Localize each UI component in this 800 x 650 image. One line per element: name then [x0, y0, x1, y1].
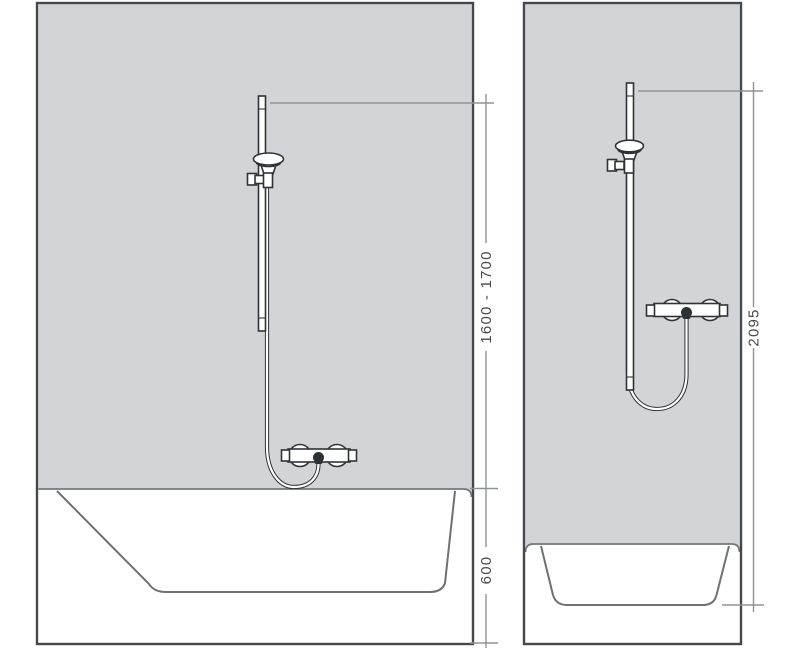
mixer-outlet-nut-side [682, 313, 691, 319]
hand-shower-handle [262, 172, 274, 189]
shower-holder-arm [254, 174, 265, 185]
front-view-dimensions: 1600 - 1700 600 [270, 94, 498, 648]
hand-shower-head [252, 152, 285, 166]
shower-rail [257, 95, 267, 332]
mixer-outlet-nut [314, 458, 323, 464]
mixer-cap-right-side [718, 304, 729, 317]
wall-area [38, 4, 472, 497]
shower-hose-highlight [265, 186, 320, 489]
shower-rail-side [625, 82, 635, 391]
dimension-label-rail-height: 1600 - 1700 [478, 250, 495, 343]
hand-shower-handle-side [623, 158, 635, 174]
dimension-label-total-height: 2095 [746, 308, 763, 346]
shower-holder-arm-side [614, 160, 625, 171]
side-view-panel: 2095 [522, 1, 764, 646]
panel-frame-side [522, 1, 743, 646]
side-view-dimensions: 2095 [638, 82, 764, 612]
mixer-cap-left-side [645, 304, 656, 317]
mixer-cap-right [347, 449, 358, 462]
front-view-panel: 1600 - 1700 600 [35, 1, 498, 648]
tub-rim-line [38, 488, 473, 498]
bathtub-outline-side [540, 545, 730, 606]
bathtub-outline [56, 490, 456, 593]
shower-set-side [606, 82, 729, 412]
thermostat-mixer [280, 443, 358, 468]
panel-frame [35, 1, 475, 646]
mixer-cap-left [280, 449, 291, 462]
dimension-label-tub-height: 600 [478, 556, 495, 585]
shower-set-front [246, 95, 358, 490]
thermostat-mixer-side [645, 298, 729, 322]
tub-rim-line-side [524, 543, 741, 553]
hand-shower-head-side [614, 139, 645, 153]
